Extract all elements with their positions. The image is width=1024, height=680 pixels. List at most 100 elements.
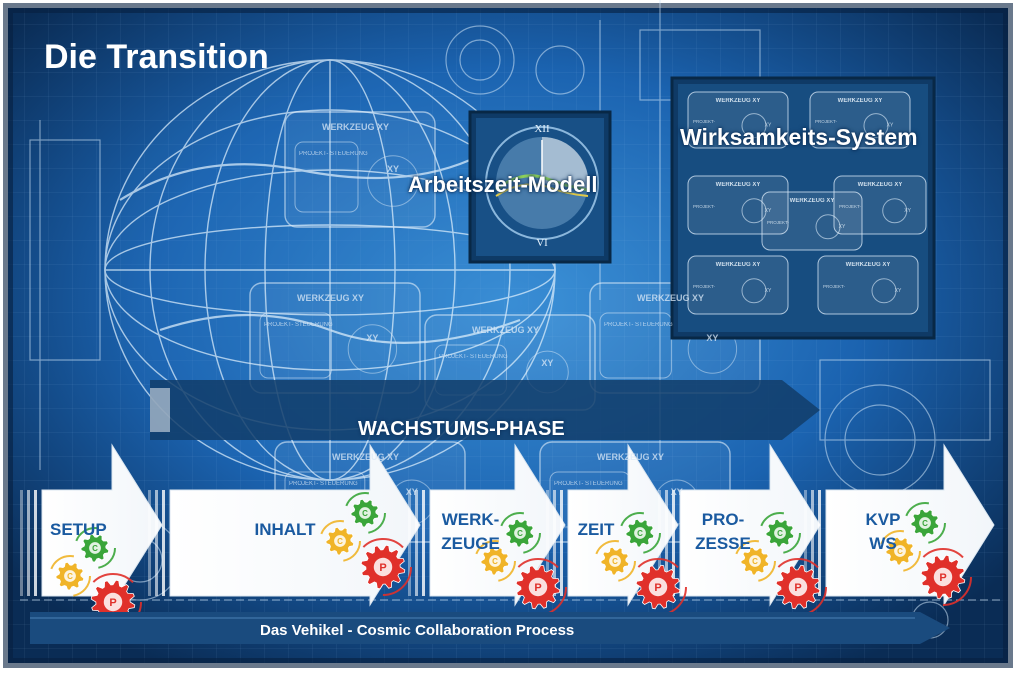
mini-gear-outline — [882, 198, 908, 224]
gear-hub — [788, 577, 808, 597]
vehicle-bar-label: Das Vehikel - Cosmic Collaboration Proce… — [260, 622, 575, 639]
gear-hub — [919, 517, 931, 529]
phase-arrow-stripe — [34, 490, 37, 596]
phase-label: INHALT — [230, 518, 340, 542]
mini-tool-box-title: WERKZEUG XY — [846, 262, 891, 268]
phase-arrow-stripe — [553, 490, 556, 596]
gear-orbit-arc — [619, 512, 661, 554]
tool-box-subtitle: PROJEKT- STEUERUNG — [299, 151, 368, 157]
page-title: Die Transition — [44, 38, 269, 76]
phase-label: ZEIT — [576, 518, 616, 542]
phase-arrow-stripe — [27, 490, 30, 596]
gear-orbit-arc — [499, 512, 541, 554]
tool-box-subtitle: PROJEKT- STEUERUNG — [264, 322, 333, 328]
phase-arrow-stripe — [804, 490, 807, 596]
growth-phase-arrow — [150, 380, 820, 440]
gear-letter: P — [794, 582, 801, 594]
mini-tool-box-subtitle: PROJEKT- — [839, 204, 862, 209]
phase-label-line2: ZESSE — [695, 534, 751, 553]
tool-box-title: WERKZEUG XY — [637, 293, 705, 303]
mini-tool-box-subtitle: PROJEKT- — [823, 284, 846, 289]
mini-gear-outline — [871, 278, 897, 304]
gear-orbit-arc — [474, 540, 516, 582]
phase-arrow — [429, 443, 566, 607]
mini-tool-box-subtitle: PROJEKT- — [693, 204, 716, 209]
mini-tool-box — [817, 255, 919, 315]
arbeitszeit-modell-label: Arbeitszeit-Modell — [408, 172, 598, 197]
tool-box-title: WERKZEUG XY — [332, 452, 400, 462]
mini-tool-box-group: WERKZEUG XY PROJEKT- XY WERKZEUG XY PROJEKT-… — [687, 91, 927, 315]
mini-tool-box-title: WERKZEUG XY — [716, 182, 761, 188]
gear-letter: C — [922, 519, 928, 528]
gear-orbit-arc — [734, 540, 776, 582]
phase-label: PRO-ZESSE — [688, 508, 758, 556]
tool-box-inner — [294, 141, 359, 213]
tool-box-inner — [259, 312, 332, 379]
gear-hub — [489, 555, 501, 567]
mini-tool-box — [687, 255, 789, 315]
phase-arrow-stripe — [155, 490, 158, 596]
phase-arrow-stripe — [672, 490, 675, 596]
phase-label-line1: INHALT — [254, 520, 316, 539]
gear-letter: P — [654, 582, 661, 594]
gear-orbit-arc — [914, 548, 972, 606]
clock-numeral-bottom: VI — [536, 237, 548, 249]
tool-box-xy: XY — [366, 332, 379, 343]
blueprint-vignette-frame — [3, 3, 1013, 668]
phase-arrow-stripe — [408, 490, 411, 596]
tool-box-xy: XY — [706, 332, 719, 343]
gear-hub — [89, 542, 101, 554]
phase-arrow-stripe — [818, 490, 821, 596]
mini-tool-box-subtitle: PROJEKT- — [693, 284, 716, 289]
phase-arrow-stripe — [415, 490, 418, 596]
gear-letter: P — [534, 582, 541, 594]
wirksamkeit-panel: WERKZEUG XY PROJEKT- XY WERKZEUG XY PROJEKT-… — [670, 76, 936, 340]
mini-tool-box-xy: XY — [887, 123, 894, 129]
phase-label-line2: WS — [869, 534, 897, 553]
mini-tool-box-xy: XY — [765, 288, 772, 294]
gear-letter: C — [637, 529, 643, 538]
phase-arrow — [567, 443, 679, 607]
phase-arrow-stripe — [658, 490, 661, 596]
tool-box-subtitle: PROJEKT- STEUERUNG — [604, 322, 673, 328]
gear-orbit-arc — [319, 520, 361, 562]
tool-box-xy: XY — [387, 163, 400, 174]
gear-letter: C — [752, 557, 758, 566]
wirksamkeits-system-label: Wirksamkeits-System — [680, 124, 918, 150]
phase-arrow-stripe — [148, 490, 151, 596]
phase-arrow-stripe — [811, 490, 814, 596]
gear-hub — [749, 555, 761, 567]
clock-numeral-top: XII — [534, 123, 550, 135]
gear-orbit-arc — [879, 530, 921, 572]
gear-orbit-arc — [344, 492, 386, 534]
gear-letter: C — [612, 557, 618, 566]
gear-orbit-arc — [594, 540, 636, 582]
tool-box-title: WERKZEUG XY — [297, 293, 365, 303]
tool-box-title: WERKZEUG XY — [597, 452, 665, 462]
phase-arrow-stripe — [20, 490, 23, 596]
tool-box-xy: XY — [541, 357, 554, 368]
gear-letter: C — [492, 557, 498, 566]
gear-orbit-arc — [904, 502, 946, 544]
gear-letter: C — [777, 529, 783, 538]
clock-panel: XII VI — [468, 110, 612, 264]
mini-tool-box-xy: XY — [895, 288, 902, 294]
gear-letter: C — [337, 537, 343, 546]
gear-letter: C — [92, 544, 98, 553]
mini-gear-outline — [741, 113, 767, 139]
phase-arrow-stripe — [560, 490, 563, 596]
gear-hub — [514, 527, 526, 539]
gear-hub — [894, 545, 906, 557]
phase-label-line2: ZEUGE — [441, 534, 500, 553]
vehicle-bar-arrow — [30, 612, 950, 644]
mini-tool-box — [761, 191, 863, 251]
gear-orbit-arc — [759, 512, 801, 554]
tool-box-title: WERKZEUG XY — [472, 325, 540, 335]
tool-box-subtitle: PROJEKT- STEUERUNG — [554, 481, 623, 487]
phase-arrow — [679, 443, 821, 607]
mini-tool-box-title: WERKZEUG XY — [716, 262, 761, 268]
phase-label: WERK-ZEUGE — [438, 508, 503, 556]
gear-letter: C — [517, 529, 523, 538]
